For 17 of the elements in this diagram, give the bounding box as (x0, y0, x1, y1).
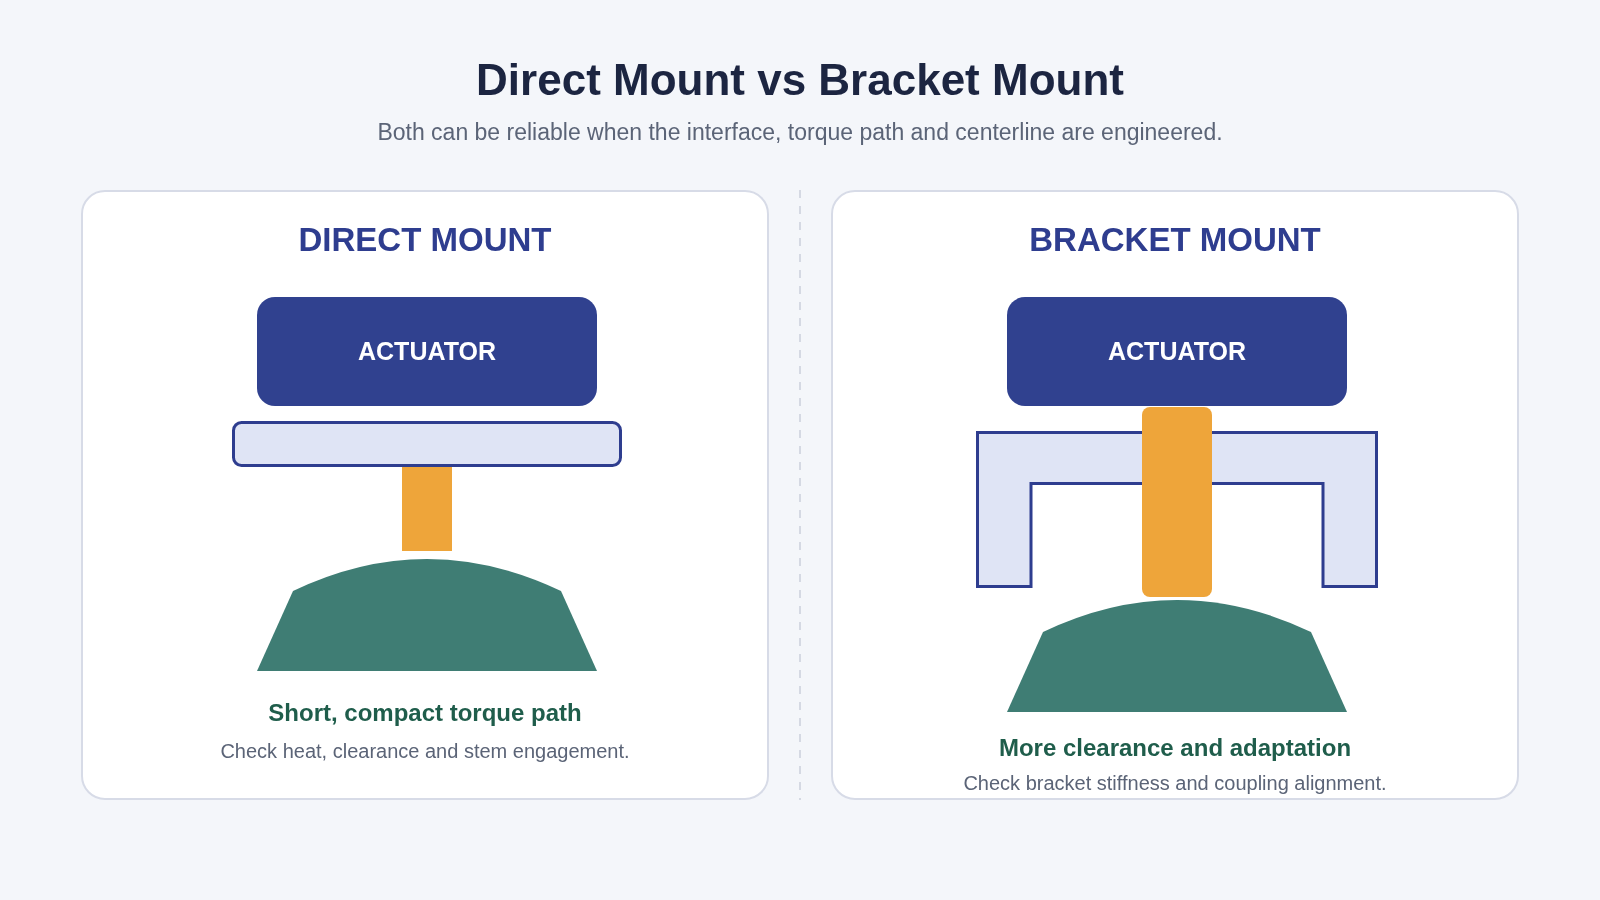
page-title: Direct Mount vs Bracket Mount (476, 55, 1124, 105)
actuator-block: ACTUATOR (257, 297, 597, 406)
subtitle: Both can be reliable when the interface, torque path and centerline are engineered. (377, 118, 1223, 146)
panel-description: Check heat, clearance and stem engagement. (220, 739, 630, 763)
valve-body (257, 559, 597, 671)
valve-body (1007, 600, 1347, 712)
valve-stem (1142, 407, 1212, 597)
panel-heading: DIRECT MOUNT (298, 221, 552, 259)
panel-heading: BRACKET MOUNT (1029, 221, 1321, 259)
mounting-plate (232, 421, 622, 467)
panel-caption: Short, compact torque path (268, 698, 582, 728)
valve-stem (402, 467, 452, 551)
panel-card (831, 190, 1519, 800)
panel-caption: More clearance and adaptation (998, 733, 1352, 763)
panel-description: Check bracket stiffness and coupling alignment. (963, 771, 1387, 795)
actuator-block: ACTUATOR (1007, 297, 1347, 406)
panel-card (81, 190, 769, 800)
